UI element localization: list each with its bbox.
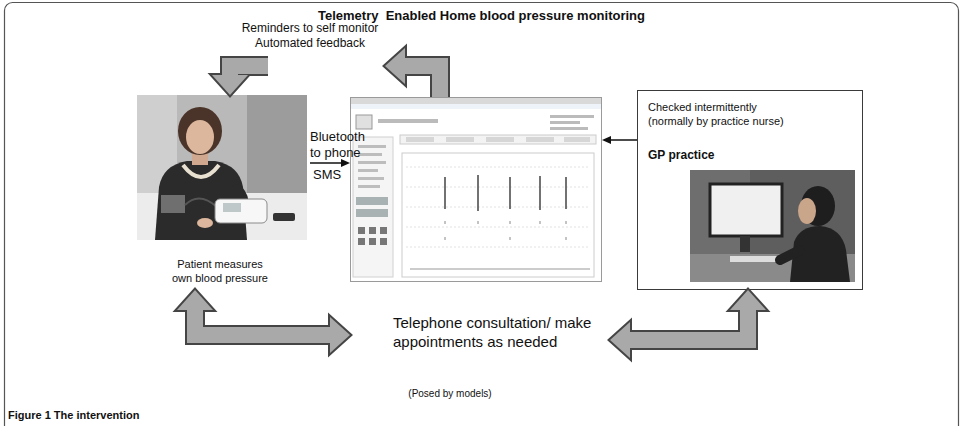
nurse-face <box>798 198 816 224</box>
block-arrow-shaft <box>629 309 748 340</box>
photo-wall <box>137 95 307 240</box>
sidebar-buttons <box>356 197 388 217</box>
photo-wall <box>690 170 855 282</box>
block-arrow-head <box>610 322 630 358</box>
frame-border <box>5 3 959 426</box>
bp-cuff <box>161 195 185 213</box>
website-screenshot <box>350 97 602 282</box>
node-note: Checked intermittently (normally by prac… <box>648 101 798 129</box>
chart-area <box>402 153 594 277</box>
person-face <box>186 120 214 154</box>
connector-label: Reminders to self monitor Automated feed… <box>235 21 385 51</box>
website-node <box>350 97 602 282</box>
keyboard <box>730 256 780 262</box>
chart-gridlines <box>406 167 590 247</box>
block-arrow-head <box>177 290 213 310</box>
connector-line <box>610 139 637 141</box>
block-arrow-head <box>212 75 248 95</box>
block-arrow-shaft <box>195 309 331 335</box>
bp-tube <box>185 198 217 207</box>
block-arrow <box>212 48 440 97</box>
browser-bar <box>351 98 601 104</box>
header-lines <box>378 115 594 130</box>
connector-line <box>310 162 342 164</box>
bp-monitor-screen <box>223 203 241 212</box>
diagram-title: Telemetry Enabled Home blood pressure mo… <box>0 8 963 24</box>
block-arrow-shaft <box>404 66 440 97</box>
computer-monitor <box>710 184 782 236</box>
sidebar-icons <box>358 227 387 245</box>
person-hair <box>178 107 222 155</box>
toolbar <box>400 135 596 144</box>
block-arrow-head <box>730 290 766 310</box>
block-arrow-head <box>385 48 405 84</box>
block-arrow-head <box>212 75 248 95</box>
link-note: SMS <box>313 167 341 183</box>
block-arrow-head <box>177 290 213 310</box>
figure-caption: Figure 1 The intervention <box>8 409 139 423</box>
chart-axis <box>410 269 590 270</box>
node-caption: Patient measures own blood pressure <box>168 258 272 286</box>
sidebar-lines <box>358 145 386 188</box>
chart-readings <box>445 175 566 211</box>
person-necklace <box>183 165 219 177</box>
photo-note: (Posed by models) <box>380 388 520 401</box>
address-bar <box>351 104 601 109</box>
block-arrow-head <box>385 48 405 84</box>
gp-practice-box: Checked intermittently (normally by prac… <box>637 90 863 290</box>
patient-photo <box>137 95 307 240</box>
block-arrow <box>177 290 766 358</box>
block-arrow-shaft <box>629 309 748 340</box>
patient-node: Patient measures own blood pressure <box>130 95 310 290</box>
connector-label: Bluetooth to phone <box>310 129 370 162</box>
block-arrow-shaft <box>195 309 331 335</box>
nurse-arm <box>780 250 800 260</box>
connector-label: Telephone consultation/ make appointment… <box>393 314 605 352</box>
block-arrow-shaft <box>230 66 268 76</box>
mobile-phone <box>273 213 295 221</box>
photo-wall-shade <box>247 95 307 195</box>
block-arrow-shaft <box>404 66 440 97</box>
site-logo <box>356 115 372 129</box>
monitor-stand <box>740 236 750 252</box>
toolbar-tabs <box>406 137 590 142</box>
arrow-connector <box>602 136 637 144</box>
block-arrow-head <box>610 322 630 358</box>
browser-window <box>351 98 602 282</box>
bp-monitor <box>215 199 267 223</box>
arrow-head <box>602 136 611 144</box>
block-arrow-head <box>330 317 350 353</box>
block-arrow-head <box>330 317 350 353</box>
gp-photo <box>690 170 855 282</box>
block-arrow-head <box>730 290 766 310</box>
person-hand <box>197 218 213 228</box>
node-heading: GP practice <box>648 148 848 163</box>
chart-ticks <box>445 221 566 240</box>
